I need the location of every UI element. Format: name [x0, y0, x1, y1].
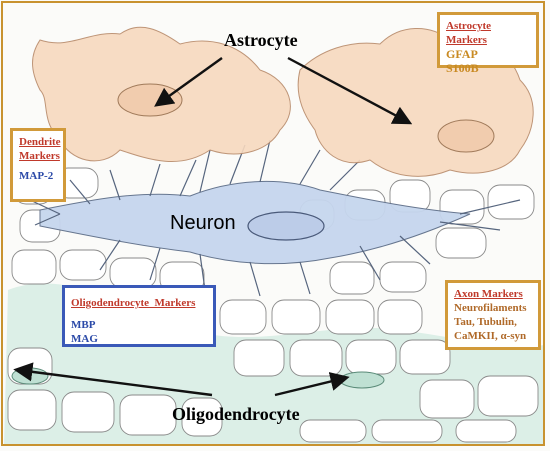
- astrocyte-marker-s100b: S100B: [446, 61, 479, 75]
- astrocyte-markers-title: Astrocyte Markers: [446, 20, 491, 46]
- axon-marker-neurofilaments: Neurofilaments: [454, 302, 527, 314]
- dendrite-marker-map2: MAP-2: [19, 170, 54, 182]
- arrow-astrocyte-left: [154, 57, 223, 107]
- oligodendrocyte-markers-title: Oligodendrocyte Markers: [71, 297, 196, 309]
- dendrite-markers-title-line1: Dendrite: [19, 136, 61, 148]
- arrow-oligodendrocyte-left: [13, 362, 213, 397]
- oligodendrocyte-markers-box: Oligodendrocyte Markers MBP MAG: [62, 285, 216, 347]
- astrocyte-marker-gfap: GFAP: [446, 47, 478, 61]
- neuron-nucleus: [247, 211, 325, 241]
- figure-border: [1, 1, 545, 446]
- dendrite-markers-title-line2: Markers: [19, 150, 60, 162]
- pointer-arrows: [13, 56, 413, 397]
- arrow-oligodendrocyte-right: [274, 372, 350, 397]
- axon-markers-box: Axon Markers Neurofilaments Tau, Tubulin…: [445, 280, 541, 350]
- label-oligodendrocyte: Oligodendrocyte: [172, 404, 300, 424]
- arrow-astrocyte-right: [287, 56, 413, 125]
- axon-marker-camkii-asyn: CaMKII, α-syn: [454, 330, 527, 342]
- label-astrocyte: Astrocyte: [224, 30, 298, 50]
- astrocyte-markers-box: Astrocyte Markers GFAP S100B: [437, 12, 539, 75]
- neuron-cell: [29, 139, 521, 297]
- astrocyte-right-nucleus: [437, 119, 495, 153]
- axon-marker-tau-tubulin: Tau, Tubulin,: [454, 316, 517, 328]
- oligodendrocyte-marker-mbp: MBP: [71, 319, 96, 331]
- oligodendrocyte-marker-mag: MAG: [71, 333, 98, 345]
- dendrite-branches: [29, 139, 521, 297]
- axon-markers-title: Axon Markers: [454, 288, 523, 300]
- dendrite-markers-box: Dendrite Markers MAP-2: [10, 128, 66, 202]
- label-neuron: Neuron: [170, 212, 236, 234]
